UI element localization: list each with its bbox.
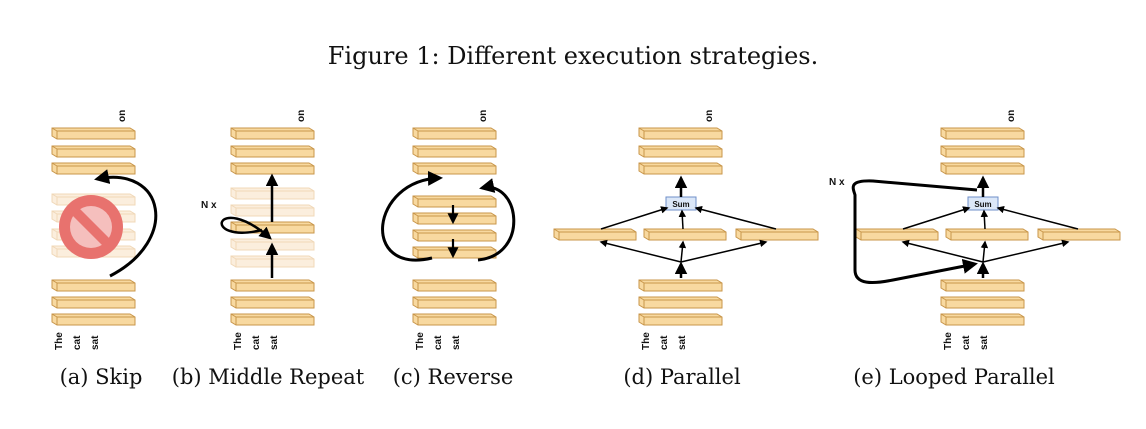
layer-block	[945, 228, 1029, 241]
token-the: The	[415, 332, 426, 350]
layer-block	[412, 246, 497, 259]
token-cat: cat	[659, 335, 670, 350]
layer-block	[553, 228, 637, 241]
layer-block	[412, 229, 497, 242]
layer-block	[412, 296, 497, 309]
layer-block	[412, 145, 497, 158]
layer-block	[638, 296, 723, 309]
layer-block	[230, 162, 315, 175]
loop-back-arrow	[851, 179, 978, 285]
layer-block	[643, 228, 727, 241]
figure-title: Figure 1: Different execution strategies…	[327, 42, 819, 70]
token-sat: sat	[90, 335, 101, 350]
layer-block	[51, 127, 136, 140]
layer-block	[230, 127, 315, 140]
caption-reverse: (c) Reverse	[392, 365, 514, 389]
layer-block	[940, 127, 1025, 140]
repeat-count-label: N x	[201, 200, 217, 211]
token-on: on	[704, 110, 715, 122]
loop-count-label: N x	[829, 177, 845, 188]
token-sat: sat	[269, 335, 280, 350]
layer-block	[940, 162, 1025, 175]
fan-in-right	[982, 239, 1070, 263]
token-cat: cat	[961, 335, 972, 350]
layer-block	[412, 279, 497, 292]
sum-label: Sum	[672, 200, 689, 209]
fan-in-left	[599, 239, 682, 263]
layer-block	[855, 228, 939, 241]
layer-block	[638, 279, 723, 292]
fan-in-middle	[980, 240, 989, 263]
token-on: on	[478, 110, 489, 122]
layer-block	[230, 145, 315, 158]
layer-block	[412, 127, 497, 140]
reverse-right-arrow	[477, 178, 516, 262]
layer-block	[412, 313, 497, 326]
caption-middle-repeat: (b) Middle Repeat	[171, 365, 365, 389]
layer-block	[638, 313, 723, 326]
layer-block	[940, 145, 1025, 158]
layer-block	[230, 296, 315, 309]
layer-block	[1037, 228, 1121, 241]
layer-block	[230, 279, 315, 292]
fan-out-right	[694, 205, 777, 230]
token-cat: cat	[433, 335, 444, 350]
fan-out-right	[996, 205, 1079, 230]
layer-block	[230, 221, 315, 234]
token-on: on	[296, 110, 307, 122]
layer-block	[51, 279, 136, 292]
layer-block	[412, 195, 497, 208]
token-sat: sat	[451, 335, 462, 350]
layer-block	[940, 296, 1025, 309]
token-cat: cat	[251, 335, 262, 350]
layer-block	[51, 313, 136, 326]
token-on: on	[117, 110, 128, 122]
token-sat: sat	[677, 335, 688, 350]
reverse-left-arrow	[381, 170, 443, 262]
token-the: The	[943, 332, 954, 350]
fan-in-middle	[678, 240, 687, 263]
token-cat: cat	[72, 335, 83, 350]
caption-skip: (a) Skip	[59, 365, 143, 389]
token-sat: sat	[979, 335, 990, 350]
fan-out-left	[902, 206, 971, 230]
layer-block	[735, 228, 819, 241]
caption-parallel: (d) Parallel	[623, 365, 741, 389]
layer-block	[51, 145, 136, 158]
caption-looped-parallel: (e) Looped Parallel	[853, 365, 1055, 389]
fan-out-left	[600, 206, 669, 230]
layer-block	[230, 313, 315, 326]
token-the: The	[233, 332, 244, 350]
layer-block	[51, 296, 136, 309]
skip-arrow	[94, 169, 158, 278]
layer-block	[412, 212, 497, 225]
layer-block	[638, 145, 723, 158]
layer-block	[940, 313, 1025, 326]
token-on: on	[1006, 110, 1017, 122]
fan-in-right	[680, 239, 768, 263]
layer-block	[638, 162, 723, 175]
fan-in-left	[901, 239, 984, 263]
layer-block	[51, 162, 136, 175]
layer-block	[638, 127, 723, 140]
layer-block	[412, 162, 497, 175]
token-the: The	[641, 332, 652, 350]
sum-label: Sum	[974, 200, 991, 209]
fan-out-middle	[678, 209, 687, 230]
fan-out-middle	[980, 209, 989, 230]
repeat-loop-arrow	[220, 216, 272, 240]
token-the: The	[54, 332, 65, 350]
layer-block	[940, 279, 1025, 292]
